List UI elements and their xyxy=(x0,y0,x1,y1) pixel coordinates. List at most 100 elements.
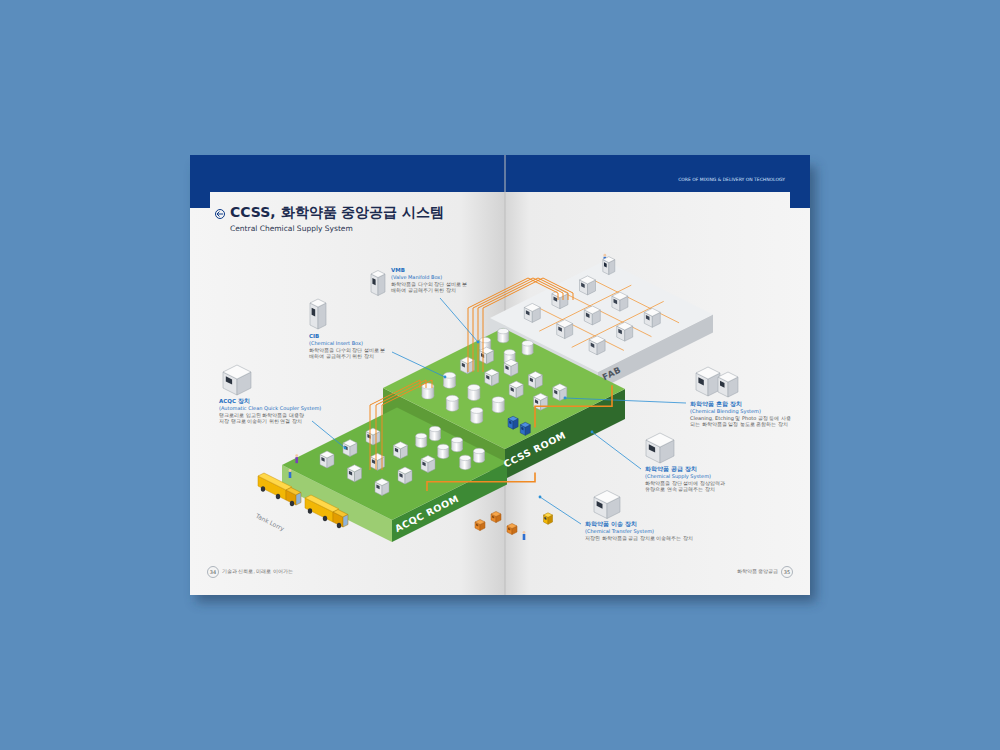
worker-head xyxy=(523,531,526,534)
cabinet-top xyxy=(398,467,412,474)
worker-body xyxy=(523,534,526,540)
header-tab xyxy=(790,155,810,208)
cabinet xyxy=(552,290,568,309)
tank-top xyxy=(430,426,441,432)
cabinet xyxy=(580,276,596,295)
worker-body xyxy=(295,457,298,463)
callout-heading: 화학약품 공급 장치 xyxy=(645,466,697,473)
cabinet xyxy=(343,440,357,457)
tank-top xyxy=(444,372,456,378)
cabinet-top xyxy=(718,372,738,382)
callout-subheading: (Chemical Transfer System) xyxy=(585,528,654,534)
cabinet-top xyxy=(460,357,474,364)
cabinet-panel xyxy=(618,329,622,334)
worker-head xyxy=(295,454,298,457)
tank-lorry xyxy=(258,473,301,506)
callout-subheading: (Valve Manifold Box) xyxy=(391,274,442,280)
cabinet-top xyxy=(475,520,485,525)
leader-dot xyxy=(591,431,594,434)
cabinet xyxy=(603,257,615,275)
cabinet-panel xyxy=(597,501,603,509)
cabinet-top xyxy=(584,306,600,314)
storage-tank xyxy=(471,407,483,423)
storage-tank xyxy=(452,437,463,452)
lorry-wheel xyxy=(323,516,327,522)
cabinet-panel xyxy=(476,524,478,527)
storage-tank xyxy=(438,444,449,459)
cabinet-panel xyxy=(604,262,607,267)
cabinet-panel xyxy=(372,459,375,464)
callout-body: 탱크로리로 입고된 화학약품을 대용량 저장 탱크로 이송하기 위한 연결 장치 xyxy=(219,412,307,424)
cabinet-top xyxy=(366,428,380,435)
callout-subheading: (Automatic Clean Quick Coupler System) xyxy=(219,405,321,411)
cabinet-top xyxy=(534,393,548,400)
page-number: 34 xyxy=(210,569,216,575)
acqc-floor xyxy=(282,408,507,543)
callout-heading: 화학약품 이송 장치 xyxy=(585,521,637,528)
footer-text: 기술과 신뢰로, 미래로 이어가는 xyxy=(222,569,293,574)
cabinet-top xyxy=(553,384,567,391)
lorry-wheel xyxy=(290,501,294,507)
storage-tank xyxy=(416,433,427,448)
callout-subheading: (Chemical Blending System) xyxy=(690,408,761,414)
storage-tank xyxy=(460,455,471,470)
cabinet-top xyxy=(696,367,720,379)
tank-top xyxy=(471,407,483,413)
cabinet-panel xyxy=(720,381,725,388)
cabinet-top xyxy=(507,524,517,529)
worker-figure xyxy=(289,469,292,478)
leader-line xyxy=(392,352,445,377)
cabinet-panel xyxy=(312,308,316,317)
tank-top xyxy=(504,350,515,356)
cabinet xyxy=(375,479,389,496)
cabinet-top xyxy=(528,372,542,379)
storage-tank xyxy=(474,448,485,463)
callout-heading: VMB xyxy=(391,267,405,274)
tank-top xyxy=(480,337,491,343)
storage-tank xyxy=(522,341,533,356)
cabinet xyxy=(646,433,674,463)
pipe xyxy=(473,278,563,372)
worker-figure xyxy=(523,531,526,540)
cabinet-top xyxy=(644,308,660,316)
storage-tank xyxy=(444,372,456,388)
storage-tank xyxy=(430,426,441,441)
tank-top xyxy=(452,437,463,443)
cabinet-top xyxy=(320,451,334,458)
cabinet-panel xyxy=(544,517,546,520)
callout-body: 저장된 화학약품을 공급 장치로 이송해주는 장치 xyxy=(585,535,693,541)
cabinet-panel xyxy=(614,299,618,304)
cabinet xyxy=(223,365,251,395)
cabinet-panel xyxy=(349,471,352,476)
cabinet-panel xyxy=(505,365,508,370)
cabinet xyxy=(696,367,720,396)
cabinet-top xyxy=(348,465,362,472)
arrow-icon xyxy=(216,210,225,219)
cabinet-top xyxy=(580,276,596,284)
cabinet-panel xyxy=(226,376,232,384)
cabinet xyxy=(509,381,523,398)
tank-top xyxy=(416,433,427,439)
tank-top xyxy=(498,328,509,334)
cabinet xyxy=(544,513,553,525)
cabinet xyxy=(475,520,485,531)
leader-dot xyxy=(344,447,347,450)
cabinet-top xyxy=(310,299,326,307)
leader-dot xyxy=(477,341,480,344)
lorry-window xyxy=(343,515,348,528)
tank-top xyxy=(474,448,485,454)
lorry-window xyxy=(296,493,301,506)
cabinet xyxy=(310,299,326,329)
storage-tank xyxy=(498,328,509,343)
lorry-wheel xyxy=(261,486,265,492)
floor-top-face xyxy=(282,408,507,521)
cabinet-panel xyxy=(698,377,703,385)
cabinet xyxy=(528,372,542,389)
supply-pipe xyxy=(535,385,612,427)
cabinet xyxy=(366,428,380,445)
pipe xyxy=(468,278,558,372)
header-band xyxy=(190,155,505,192)
